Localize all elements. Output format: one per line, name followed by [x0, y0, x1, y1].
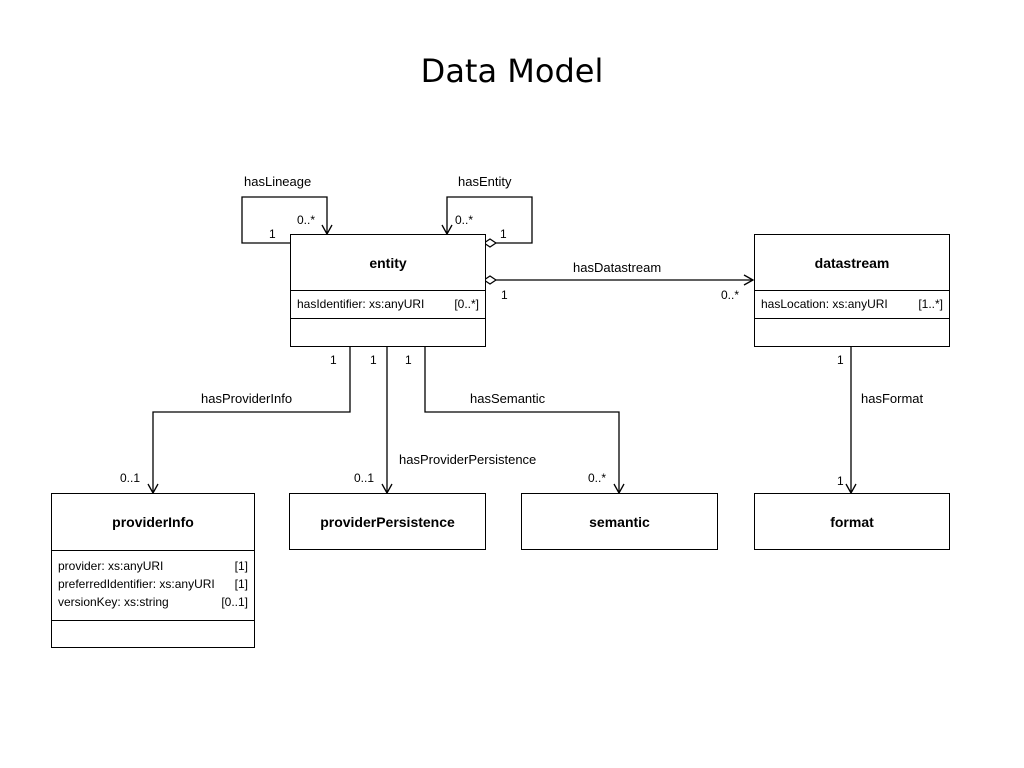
- attribute-section: provider: xs:anyURI [1] preferredIdentif…: [52, 550, 254, 620]
- multiplicity-has-provider-persistence-target: 0..1: [354, 471, 375, 485]
- attribute-text: provider: xs:anyURI: [58, 559, 164, 573]
- class-datastream[interactable]: datastream hasLocation: xs:anyURI [1..*]: [754, 234, 950, 347]
- association-label-has-entity: hasEntity: [458, 174, 512, 189]
- has-provider-info-connector: [147, 347, 351, 495]
- association-label-has-lineage: hasLineage: [244, 174, 312, 189]
- multiplicity-has-datastream-source: 1: [501, 288, 508, 302]
- page-title: Data Model: [420, 52, 604, 90]
- multiplicity-has-semantic-target: 0..*: [588, 471, 607, 485]
- attribute-text: versionKey: xs:string: [58, 595, 169, 609]
- multiplicity-has-entity-target: 0..*: [455, 213, 474, 227]
- operation-section: [291, 318, 485, 346]
- association-label-has-provider-persistence: hasProviderPersistence: [399, 452, 537, 467]
- attribute-section: hasIdentifier: xs:anyURI [0..*]: [291, 290, 485, 318]
- operation-section: [52, 620, 254, 647]
- class-entity[interactable]: entity hasIdentifier: xs:anyURI [0..*]: [290, 234, 486, 347]
- attribute-row: hasLocation: xs:anyURI [1..*]: [755, 295, 949, 313]
- attribute-row: hasIdentifier: xs:anyURI [0..*]: [291, 295, 485, 313]
- multiplicity-has-provider-info-source: 1: [330, 353, 337, 367]
- attribute-text: hasIdentifier: xs:anyURI: [297, 297, 425, 311]
- class-format[interactable]: format: [754, 493, 950, 550]
- attribute-multiplicity: [1..*]: [918, 297, 943, 311]
- attribute-multiplicity: [0..*]: [454, 297, 479, 311]
- class-semantic[interactable]: semantic: [521, 493, 718, 550]
- attribute-multiplicity: [1]: [234, 577, 248, 591]
- class-name: semantic: [589, 513, 650, 530]
- has-entity-connector: [441, 196, 533, 244]
- class-provider-persistence[interactable]: providerPersistence: [289, 493, 486, 550]
- class-name: providerPersistence: [320, 513, 455, 530]
- association-label-has-semantic: hasSemantic: [470, 391, 546, 406]
- attribute-row: provider: xs:anyURI [1]: [52, 557, 254, 575]
- multiplicity-has-datastream-target: 0..*: [721, 288, 740, 302]
- association-label-has-format: hasFormat: [861, 391, 924, 406]
- operation-section: [755, 318, 949, 346]
- attribute-row: versionKey: xs:string [0..1]: [52, 593, 254, 611]
- multiplicity-has-format-target: 1: [837, 474, 844, 488]
- multiplicity-has-format-source: 1: [837, 353, 844, 367]
- has-datastream-aggregation-diamond: [482, 275, 498, 285]
- class-name: format: [830, 513, 874, 530]
- class-name: providerInfo: [112, 514, 194, 530]
- multiplicity-has-provider-info-target: 0..1: [120, 471, 141, 485]
- multiplicity-has-entity-source: 1: [500, 227, 507, 241]
- has-entity-aggregation-diamond: [482, 238, 498, 248]
- association-label-has-datastream: hasDatastream: [573, 260, 662, 275]
- association-label-has-provider-info: hasProviderInfo: [201, 391, 293, 406]
- class-name: datastream: [814, 254, 890, 271]
- multiplicity-has-semantic-source: 1: [405, 353, 412, 367]
- attribute-text: hasLocation: xs:anyURI: [761, 297, 888, 311]
- attribute-multiplicity: [1]: [234, 559, 248, 573]
- attribute-multiplicity: [0..1]: [221, 595, 248, 609]
- has-lineage-connector: [241, 196, 333, 244]
- attribute-text: preferredIdentifier: xs:anyURI: [58, 577, 215, 591]
- class-name: entity: [369, 254, 407, 271]
- attribute-section: hasLocation: xs:anyURI [1..*]: [755, 290, 949, 318]
- multiplicity-has-lineage-source: 1: [269, 227, 276, 241]
- multiplicity-has-provider-persistence-source: 1: [370, 353, 377, 367]
- class-provider-info[interactable]: providerInfo provider: xs:anyURI [1] pre…: [51, 493, 255, 648]
- attribute-row: preferredIdentifier: xs:anyURI [1]: [52, 575, 254, 593]
- multiplicity-has-lineage-target: 0..*: [297, 213, 316, 227]
- has-semantic-connector: [424, 347, 625, 495]
